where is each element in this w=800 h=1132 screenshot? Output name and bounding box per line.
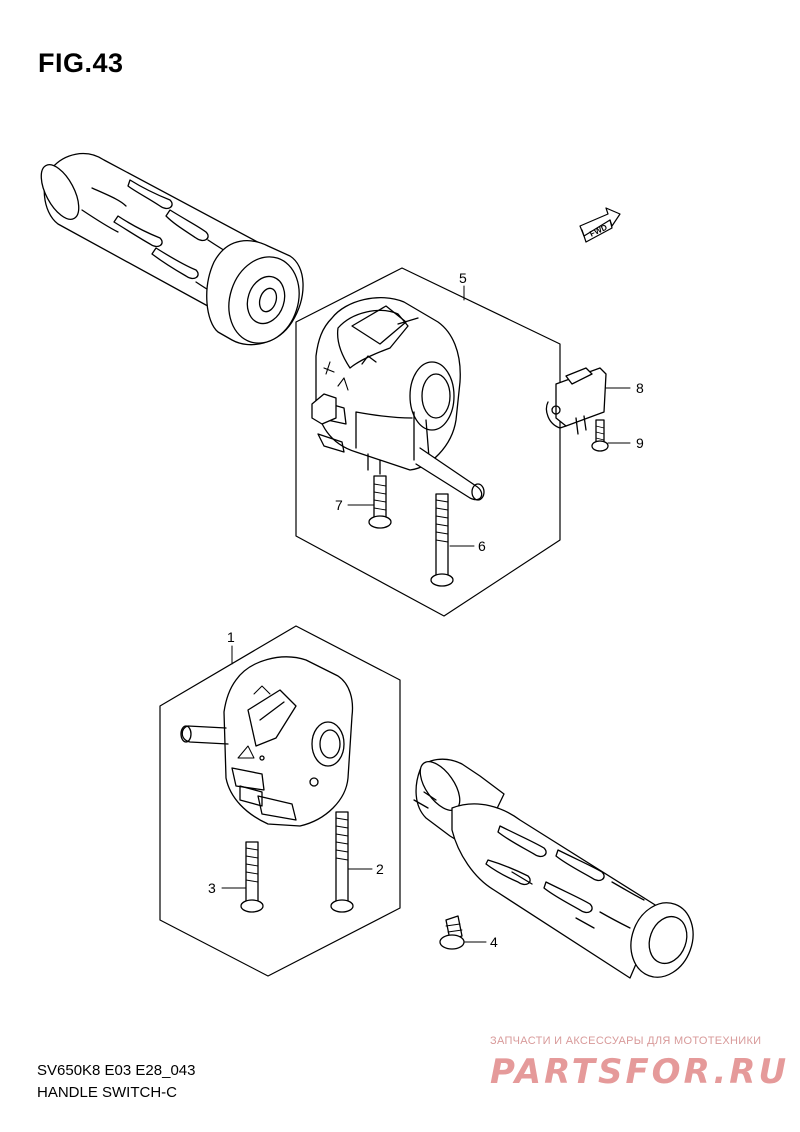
callout-5: 5	[459, 270, 467, 286]
fwd-arrow-icon	[579, 207, 621, 243]
watermark-caption: ЗАПЧАСТИ И АКСЕССУАРЫ ДЛЯ МОТОТЕХНИКИ	[490, 1035, 762, 1047]
screw-2	[330, 811, 354, 913]
assembly-1-outline	[159, 625, 401, 977]
diagram-name: HANDLE SWITCH-C	[37, 1084, 178, 1101]
left-grip-top	[40, 152, 304, 346]
right-handle-switch	[311, 296, 485, 501]
screw-9	[591, 419, 609, 452]
watermark-logo: PARTSFOR.RU	[490, 1052, 790, 1092]
right-grip-bottom	[413, 758, 694, 979]
model-code: SV650K8 E03 E28_043	[37, 1062, 196, 1079]
callout-8: 8	[636, 380, 644, 396]
callout-6: 6	[478, 538, 486, 554]
screw-3	[240, 841, 264, 913]
figure-title: FIG.43	[38, 48, 124, 78]
callout-3: 3	[208, 880, 216, 896]
switch-8	[545, 367, 607, 435]
callout-2: 2	[376, 861, 384, 877]
callout-7: 7	[335, 497, 343, 513]
left-handle-switch	[180, 656, 354, 827]
screw-4	[439, 915, 465, 950]
screw-7	[368, 475, 392, 529]
callout-1: 1	[227, 629, 235, 645]
callout-4: 4	[490, 934, 498, 950]
assembly-5-outline	[295, 267, 561, 617]
screw-6	[430, 493, 454, 587]
callout-9: 9	[636, 435, 644, 451]
